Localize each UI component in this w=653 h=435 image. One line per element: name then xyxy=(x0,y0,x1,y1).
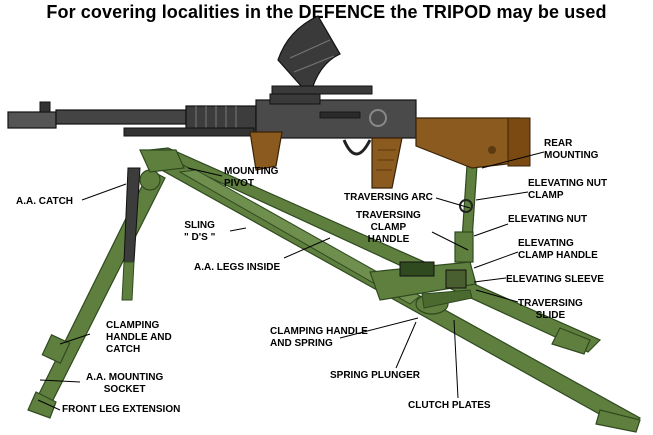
traversing-assembly xyxy=(369,261,477,315)
label-aa-legs-inside: A.A. LEGS INSIDE xyxy=(194,262,281,273)
label-clamping-handle-and-spring: CLAMPING HANDLE AND SPRING xyxy=(270,326,368,349)
label-aa-catch: A.A. CATCH xyxy=(16,196,74,207)
label-clamping-handle-and-catch: CLAMPING HANDLE AND CATCH xyxy=(106,320,172,355)
page-title: For covering localities in the DEFENCE t… xyxy=(46,2,607,22)
label-traversing-slide: TRAVERSING SLIDE xyxy=(518,298,583,321)
label-clutch-plates: CLUTCH PLATES xyxy=(408,400,491,411)
aa-legs xyxy=(178,169,421,305)
label-mounting-pivot: MOUNTING PIVOT xyxy=(224,166,279,189)
label-rear-mounting: REAR MOUNTING xyxy=(544,138,599,161)
label-elevating-nut-clamp: ELEVATING NUT CLAMP xyxy=(528,178,608,201)
label-aa-mounting-socket: A.A. MOUNTING SOCKET xyxy=(86,372,164,395)
label-spring-plunger: SPRING PLUNGER xyxy=(330,370,421,381)
label-front-leg-extension: FRONT LEG EXTENSION xyxy=(62,404,181,415)
label-elevating-sleeve: ELEVATING SLEEVE xyxy=(506,274,604,285)
machine-gun xyxy=(7,15,531,189)
label-elevating-nut: ELEVATING NUT xyxy=(508,214,588,225)
label-elevating-clamp-handle: ELEVATING CLAMP HANDLE xyxy=(518,238,598,261)
label-traversing-clamp-handle: TRAVERSING CLAMP HANDLE xyxy=(356,210,421,245)
front-leg-vertical xyxy=(121,167,141,301)
front-mount-head xyxy=(139,149,185,191)
label-sling-ds: SLING " D'S " xyxy=(184,220,216,243)
label-traversing-arc: TRAVERSING ARC xyxy=(344,192,433,203)
leader-lines xyxy=(37,151,545,411)
